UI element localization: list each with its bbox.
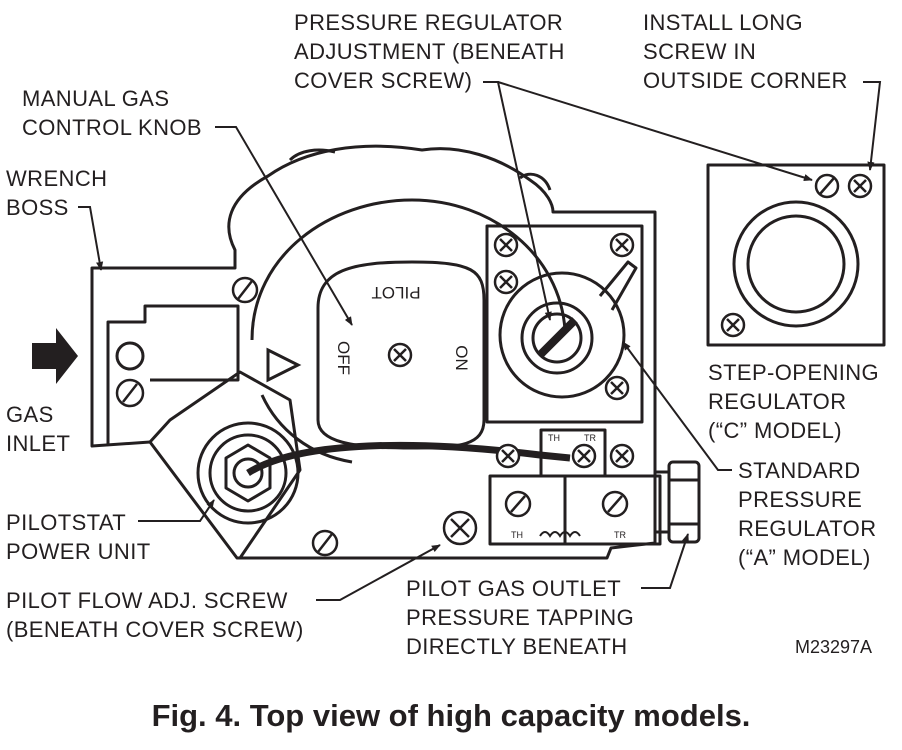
- screw-phillips-2: [609, 232, 635, 258]
- screw-phillips-3: [493, 269, 519, 295]
- label-pilot-flow: PILOT FLOW ADJ. SCREW(BENEATH COVER SCRE…: [6, 588, 304, 642]
- gas-valve-diagram: PILOT OFF ON TH TR TH TR: [32, 81, 886, 601]
- terminal-tr-lower: TR: [614, 530, 626, 540]
- screw-phillips-6: [609, 443, 635, 469]
- step-regulator-box: [706, 163, 886, 347]
- leader-pressure-reg-b: [497, 81, 813, 182]
- inlet-ledge: [106, 304, 240, 446]
- pilotstat-ring-outer: [196, 421, 300, 525]
- figure-caption: Fig. 4. Top view of high capacity models…: [151, 698, 751, 733]
- screw-slot-2: [115, 378, 145, 408]
- terminal-th-lower: TH: [511, 530, 523, 540]
- inlet-port: [115, 341, 145, 371]
- screw-slot-5: [504, 490, 532, 518]
- regulator-panel: [485, 224, 644, 424]
- outlet-fitting-lines: [669, 478, 699, 526]
- screw-phillips-5: [495, 443, 521, 469]
- pilotstat-housing: [148, 370, 302, 559]
- dome-rim-2: [519, 172, 552, 191]
- screw-slot-4: [814, 173, 840, 199]
- gas-inlet-arrow: [32, 328, 78, 384]
- knob-on-text: ON: [452, 345, 471, 371]
- outlet-fitting-a: [653, 470, 671, 534]
- screw-phillips-4: [604, 375, 630, 401]
- screw-slot-3: [311, 529, 339, 557]
- leader-wrench-boss: [78, 206, 104, 271]
- screw-slot-6: [601, 490, 629, 518]
- dial-lower-arc: [260, 394, 353, 464]
- direction-triangle: [266, 347, 302, 383]
- regulator-outer: [498, 271, 626, 399]
- screw-phillips-7: [387, 342, 413, 368]
- dial-circle: [250, 198, 567, 341]
- pilotstat-nut: [224, 443, 272, 503]
- screw-phillips-9: [847, 173, 873, 199]
- leader-install-screw: [863, 81, 882, 171]
- leader-standard-reg: [622, 341, 732, 471]
- leader-manual-knob: [215, 126, 353, 326]
- regulator-slot: [537, 317, 578, 358]
- terminal-th-upper: TH: [548, 433, 560, 443]
- screw-phillips-1: [493, 232, 519, 258]
- pilotstat-ring-inner: [208, 433, 288, 513]
- step-regulator-inner: [746, 214, 846, 314]
- leader-pilot-flow: [316, 544, 441, 601]
- knob-pilot-text: PILOT: [371, 283, 420, 302]
- screw-phillips-8: [442, 510, 478, 546]
- figure-code: M23297A: [795, 637, 873, 657]
- leader-pilotstat: [138, 499, 215, 522]
- terminal-tr-upper: TR: [584, 433, 596, 443]
- regulator-core: [531, 312, 583, 364]
- screw-phillips-10: [720, 312, 746, 338]
- regulator-inner: [520, 301, 594, 375]
- knob-off-text: OFF: [334, 341, 353, 375]
- terminal-coil: [539, 531, 581, 538]
- leader-pilot-outlet: [641, 533, 689, 589]
- regulator-tab: [598, 260, 638, 311]
- pilotstat-center: [232, 457, 264, 489]
- screw-terminal-top: [571, 443, 597, 469]
- dome-rim: [288, 148, 336, 162]
- valve-body-outline: [90, 144, 657, 560]
- screw-slot-1: [231, 276, 259, 304]
- step-regulator-outer: [732, 200, 860, 328]
- outlet-fitting-b: [667, 460, 701, 544]
